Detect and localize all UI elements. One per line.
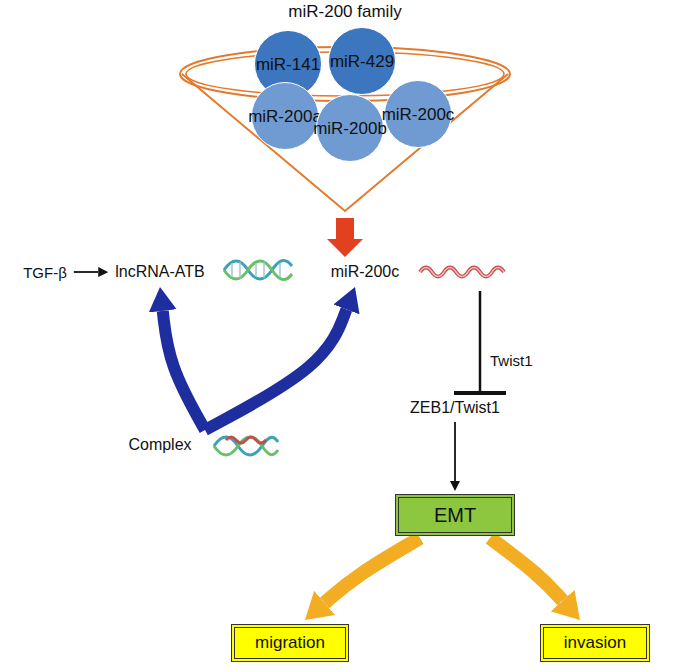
connector (490, 538, 563, 601)
connector (74, 272, 98, 273)
node-text: migration (255, 633, 325, 653)
connector (163, 311, 205, 430)
curved-arrow (325, 538, 420, 603)
mirna-circle: miR-200a (251, 82, 319, 150)
mirna-circle: miR-429 (328, 27, 396, 95)
curved-arrow (205, 309, 346, 430)
mirna-circle: miR-200b (316, 94, 384, 162)
node-text: Complex (128, 436, 191, 454)
connector (327, 218, 363, 257)
node-text: ZEB1/Twist1 (410, 399, 500, 417)
node-text: miR-200c (331, 263, 399, 281)
node-text: miR-200c (382, 103, 455, 125)
connector (325, 538, 420, 603)
outcome-box: migration (231, 624, 349, 662)
node-text: EMT (434, 504, 476, 527)
rna-label: lncRNA-ATB (111, 261, 209, 283)
arrow-line (74, 271, 98, 273)
funnel-group: miR-200 familymiR-141miR-429miR-200amiR-… (170, 0, 520, 215)
node-text: miR-200b (313, 117, 387, 139)
curved-arrow (163, 311, 205, 430)
node-text: miR-200a (248, 105, 322, 127)
node-text: invasion (564, 633, 626, 653)
curved-arrow (490, 538, 563, 601)
lncrna-helix (224, 260, 292, 279)
target-label: ZEB1/Twist1 (406, 397, 504, 419)
process-box: EMT (395, 494, 515, 536)
node-text: lncRNA-ATB (115, 263, 205, 281)
inhibition-line (479, 291, 482, 393)
rna-label: miR-200c (327, 261, 403, 283)
complex-helix (214, 437, 278, 455)
inhibitor-label: Twist1 (490, 352, 533, 369)
connector (455, 422, 456, 481)
mirna-strand (420, 268, 504, 277)
node-text: miR-200 family (170, 0, 520, 22)
node-text: TGF-β (23, 264, 67, 281)
factor-label: TGF-β (19, 262, 71, 283)
funnel-cone (182, 74, 508, 211)
outcome-box: invasion (540, 624, 650, 662)
connector (205, 309, 346, 430)
complex-label: Complex (124, 434, 195, 456)
arrow-line (454, 422, 456, 481)
node-text: miR-141 (256, 53, 320, 75)
connector (454, 291, 506, 393)
mirna-circle: miR-200c (384, 80, 452, 148)
block-arrow (327, 218, 363, 257)
inhibition-bar (454, 391, 506, 395)
node-text: miR-429 (330, 50, 394, 72)
